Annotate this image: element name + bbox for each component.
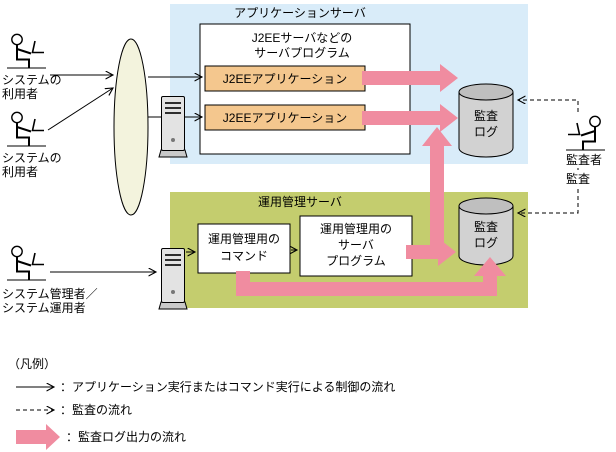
mgmt-program-label-line1: 運用管理用の: [320, 221, 392, 236]
system-user-1-label-line1: システムの: [2, 73, 62, 87]
legend-audit-log-flow-label: ：監査ログ出力の流れ: [66, 429, 186, 444]
audit-output-arrow-command: [236, 257, 506, 296]
mgmt-command-label-line2: コマンド: [220, 249, 268, 263]
legend-control-flow-label: ：アプリケーション実行またはコマンド実行による制御の流れ: [60, 379, 395, 394]
system-user-2-label-line2: 利用者: [2, 165, 38, 179]
mgmt-command-box: [197, 223, 291, 274]
audit-log-db-bottom: 監査 ログ: [458, 197, 514, 266]
system-user-1-icon: [6, 33, 47, 69]
audit-output-arrow-app2: [362, 104, 458, 132]
auditor-label: 監査者: [566, 152, 602, 167]
system-admin-icon: [6, 245, 47, 281]
legend-audit-flow-label: ：監査の流れ: [60, 402, 132, 417]
audit-arrow-to-top-log: [518, 100, 579, 112]
audit-log-db-top-body: [458, 92, 514, 158]
mgmt-command-label-line1: 運用管理用の: [208, 231, 280, 246]
system-admin-label-line2: システム運用者: [2, 301, 86, 315]
system-user-1-label-line2: 利用者: [2, 87, 38, 101]
mgmt-program-label-line2: サーバ: [338, 238, 374, 252]
audit-label: 監査: [566, 171, 590, 186]
app-server-title: アプリケーションサーバ: [234, 6, 366, 20]
network-ellipse: [113, 38, 149, 216]
system-admin-label-line1: システム管理者／: [2, 286, 98, 301]
auditor-icon: [565, 115, 606, 151]
system-user-2-icon: [6, 111, 47, 147]
j2ee-app-2-box: [204, 104, 366, 131]
audit-log-bottom-label-line2: ログ: [474, 236, 498, 250]
j2ee-app-2-label: J2EEアプリケーション: [223, 111, 347, 125]
j2ee-app-1-label: J2EEアプリケーション: [223, 72, 347, 86]
audit-output-arrow-app1: [362, 64, 458, 92]
audit-log-db-top-lid: [458, 83, 514, 101]
mgmt-server-machine-icon: [158, 247, 188, 310]
audit-output-arrow-program: [406, 238, 456, 266]
audit-log-top-label-line2: ログ: [474, 125, 498, 139]
audit-label-bg: [556, 170, 600, 187]
j2ee-app-1-box: [204, 65, 366, 92]
audit-output-arrow-up: [422, 127, 452, 250]
legend-title: （凡例）: [8, 357, 56, 371]
mgmt-server-title: 運用管理サーバ: [258, 194, 342, 209]
legend-thick-arrow: [16, 424, 60, 450]
j2ee-program-label-line2: サーバプログラム: [254, 46, 350, 60]
system-user-2-label-line1: システムの: [2, 151, 62, 165]
mgmt-program-label-line3: プログラム: [326, 254, 386, 268]
audit-log-top-label-line1: 監査: [474, 108, 498, 123]
app-server-machine-icon: [158, 95, 188, 158]
flow-arrow-user2: [47, 88, 113, 131]
mgmt-program-box: [299, 215, 413, 277]
audit-log-db-bottom-lid: [458, 197, 514, 215]
audit-log-bottom-label-line1: 監査: [474, 219, 498, 234]
j2ee-program-label-line1: J2EEサーバなどの: [252, 31, 353, 45]
audit-log-db-top: 監査 ログ: [458, 83, 514, 158]
